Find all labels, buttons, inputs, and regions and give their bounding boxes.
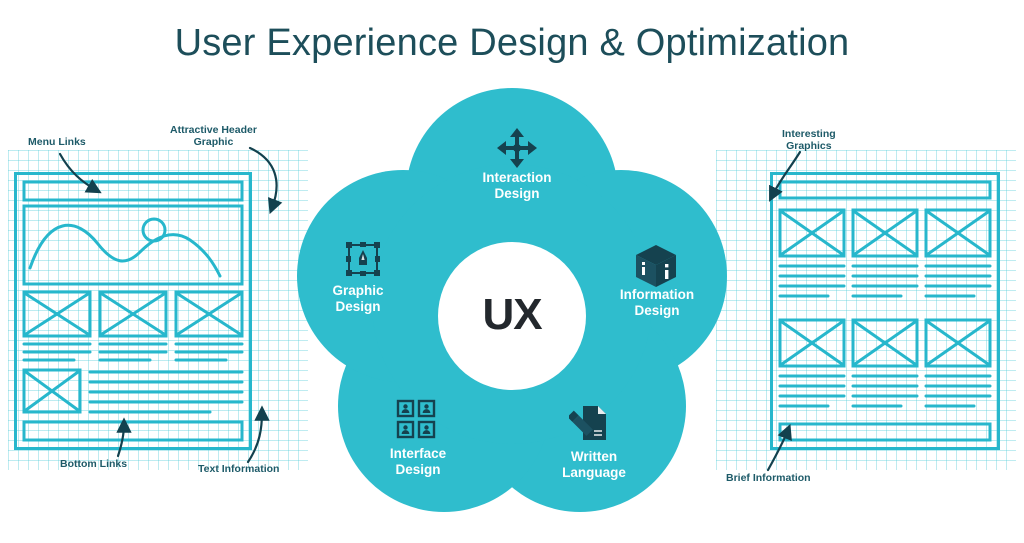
petal-label-written: Written Language [562, 449, 626, 480]
move-arrows-icon [497, 128, 537, 173]
callout-menu-links: Menu Links [28, 136, 86, 148]
ux-flower-diagram [296, 88, 728, 516]
petal-label-information: Information Design [619, 287, 695, 318]
petal-label-graphic: Graphic Design [332, 283, 384, 314]
gallery-wireframe [770, 172, 1000, 450]
petal-label-interface: Interface Design [389, 446, 447, 477]
homepage-wireframe [14, 172, 252, 450]
callout-text-information: Text Information [198, 463, 280, 475]
ux-core-label: UX [482, 290, 542, 339]
petal-label-interaction: Interaction Design [482, 170, 552, 201]
callout-bottom-links: Bottom Links [60, 458, 128, 470]
cube-info-icon [633, 243, 679, 294]
callout-interesting-graphics: Interesting Graphics [782, 128, 836, 153]
page-title: User Experience Design & Optimization [174, 22, 850, 64]
pen-tool-icon [345, 241, 381, 282]
grid-users-icon [396, 399, 436, 444]
callout-brief-information: Brief Information [726, 472, 811, 484]
callout-attractive-header: Attractive Header Graphic [170, 124, 257, 149]
document-pencil-icon [567, 404, 609, 449]
